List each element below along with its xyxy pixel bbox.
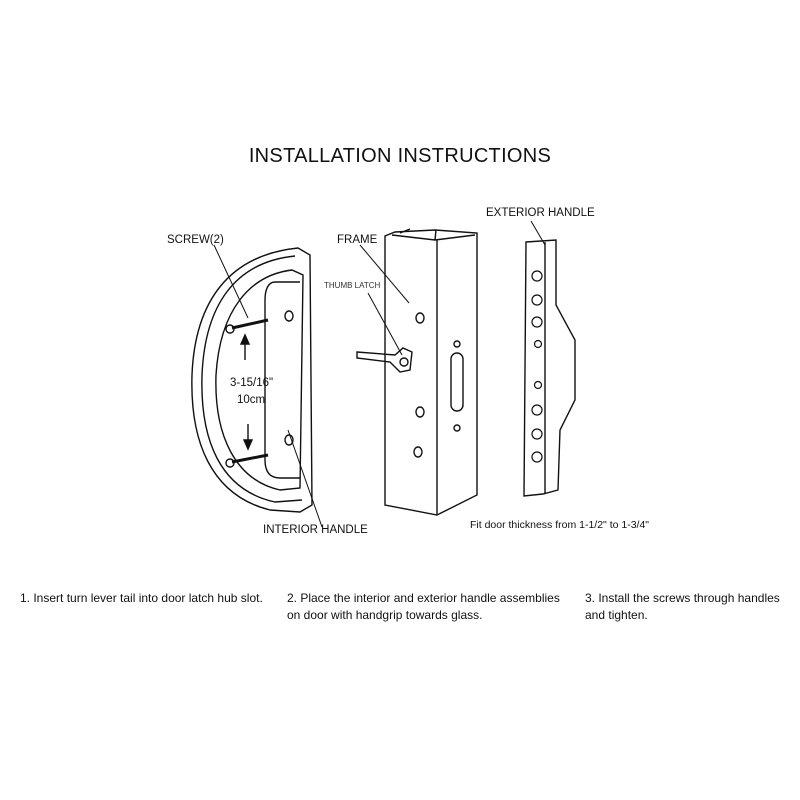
exterior-handle-drawing: [523, 220, 576, 497]
page-title: INSTALLATION INSTRUCTIONS: [248, 145, 552, 167]
frame-label: FRAME: [337, 234, 378, 246]
interior-handle-drawing: [191, 244, 323, 528]
step-1: 1. Insert turn lever tail into door latc…: [20, 591, 263, 605]
step-2: 2. Place the interior and exterior handl…: [287, 591, 560, 622]
step-3: 3. Install the screws through handles an…: [585, 591, 780, 622]
frame-drawing: [356, 228, 478, 516]
thumb-latch-label: THUMB LATCH: [324, 281, 381, 290]
interior-handle-label: INTERIOR HANDLE: [263, 524, 368, 536]
door-thickness-note: Fit door thickness from 1-1/2" to 1-3/4": [470, 519, 650, 531]
dimension-inches: 3-15/16": [230, 377, 274, 389]
exterior-handle-label: EXTERIOR HANDLE: [486, 207, 595, 219]
screw-label: SCREW(2): [167, 234, 224, 246]
dimension-cm: 10cm: [237, 394, 266, 406]
